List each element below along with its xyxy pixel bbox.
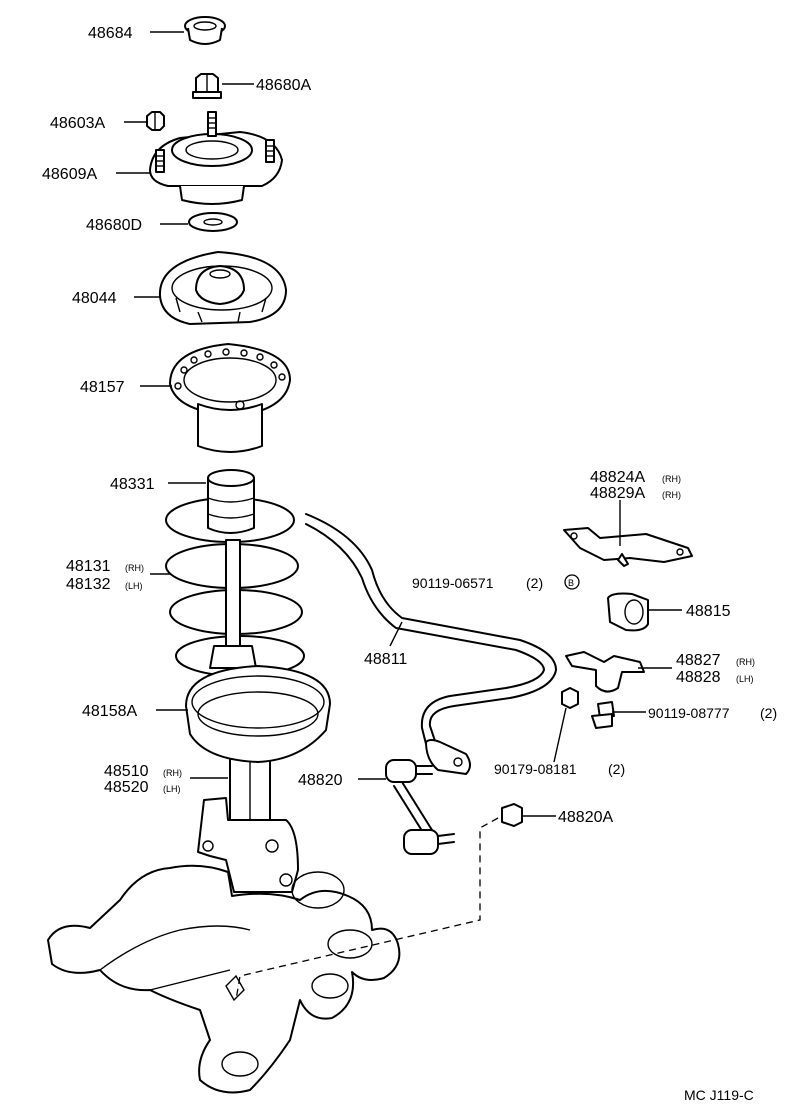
- spring-insulator-part: [169, 343, 291, 453]
- label-90119-06571: 90119-06571: [412, 575, 494, 591]
- reference-dashed-line: [235, 817, 499, 1001]
- bracket-bolt-part: [591, 701, 615, 729]
- stabilizer-bar-part: [305, 513, 557, 775]
- label-48684: 48684: [88, 25, 133, 42]
- steering-knuckle-part: [47, 864, 401, 1094]
- label-48131: 48131: [66, 558, 111, 575]
- callout-b-letter: B: [568, 578, 574, 588]
- label-48520: 48520: [104, 779, 149, 796]
- stabilizer-bushing-part: [607, 592, 649, 632]
- lower-spring-seat-part: [185, 665, 331, 763]
- strut-bracket-part: [197, 797, 299, 893]
- label-90119-06571-qty: (2): [526, 575, 543, 591]
- label-48157: 48157: [80, 379, 125, 396]
- label-48132-side: (LH): [125, 581, 143, 591]
- label-48510-side: (RH): [163, 768, 182, 778]
- stabilizer-bracket-part: [563, 527, 693, 567]
- label-48811: 48811: [364, 651, 407, 668]
- label-48827: 48827: [676, 652, 721, 669]
- label-48331: 48331: [110, 476, 155, 493]
- link-nut-part: [501, 803, 523, 827]
- label-48158A: 48158A: [82, 703, 137, 720]
- stabilizer-link-part: [385, 759, 455, 855]
- upper-spring-seat-part: [158, 251, 287, 325]
- label-90119-08777-qty: (2): [760, 705, 777, 721]
- label-48824A: 48824A: [590, 469, 645, 486]
- flange-nut-part: [146, 111, 165, 131]
- label-48603A: 48603A: [50, 115, 105, 132]
- label-48829A-side: (RH): [662, 490, 681, 500]
- label-48828-side: (LH): [736, 674, 754, 684]
- stabilizer-nut-part: [561, 687, 579, 709]
- bump-stopper-part: [207, 469, 255, 534]
- label-48132: 48132: [66, 576, 111, 593]
- label-48510: 48510: [104, 763, 149, 780]
- label-48680D: 48680D: [86, 217, 142, 234]
- bushing-bracket-part: [565, 651, 645, 693]
- leader-lines: [116, 31, 682, 817]
- mount-nut-part: [192, 73, 222, 99]
- label-90179-08181-qty: (2): [608, 761, 625, 777]
- dust-cap-part: [184, 16, 226, 45]
- strut-mount-part: [149, 111, 283, 205]
- diagram-code: MC J119-C: [684, 1087, 754, 1103]
- label-48820A: 48820A: [558, 809, 613, 826]
- label-48520-side: (LH): [163, 784, 181, 794]
- label-48815: 48815: [686, 603, 731, 620]
- label-48827-side: (RH): [736, 657, 755, 667]
- label-48044: 48044: [72, 290, 117, 307]
- label-48680A: 48680A: [256, 77, 311, 94]
- label-48824A-side: (RH): [662, 474, 681, 484]
- label-90179-08181: 90179-08181: [494, 761, 577, 777]
- bearing-washer-part: [188, 212, 238, 232]
- callout-b-marker: B: [564, 574, 580, 590]
- label-48609A: 48609A: [42, 166, 97, 183]
- label-48828: 48828: [676, 669, 721, 686]
- label-90119-08777: 90119-08777: [648, 705, 730, 721]
- label-48820: 48820: [298, 772, 343, 789]
- label-48131-side: (RH): [125, 563, 144, 573]
- label-48829A: 48829A: [590, 485, 645, 502]
